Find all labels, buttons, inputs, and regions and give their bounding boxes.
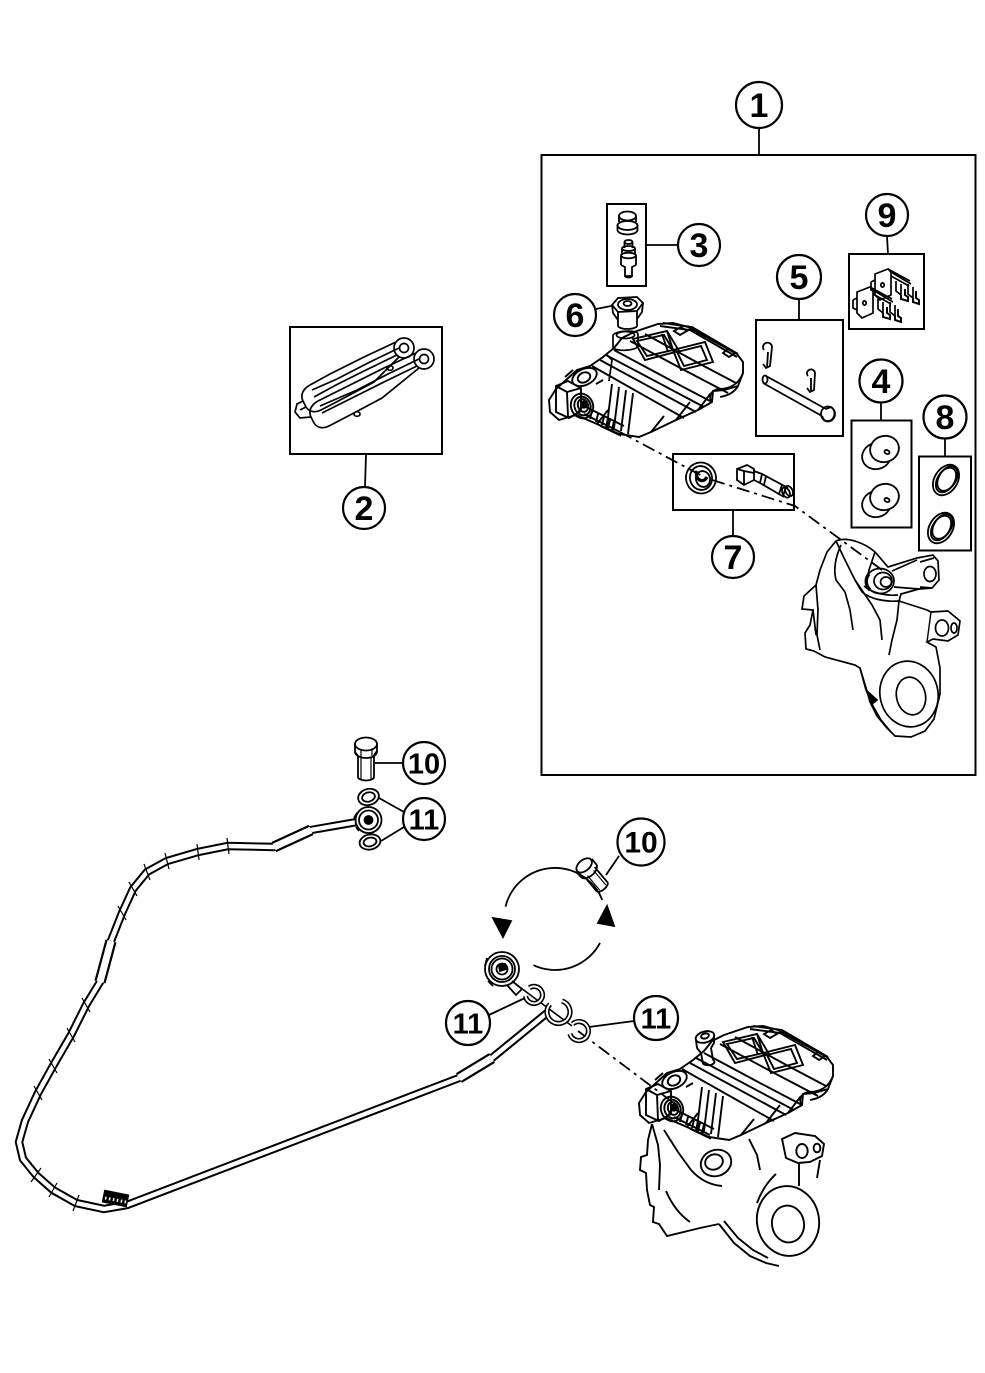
- svg-text:11: 11: [641, 1003, 672, 1035]
- svg-text:6: 6: [566, 297, 585, 335]
- svg-text:2: 2: [355, 490, 374, 528]
- svg-text:9: 9: [878, 197, 897, 235]
- svg-text:7: 7: [724, 539, 743, 577]
- svg-text:10: 10: [408, 748, 440, 780]
- svg-text:4: 4: [872, 363, 891, 401]
- svg-text:8: 8: [936, 399, 955, 437]
- svg-text:3: 3: [690, 227, 709, 265]
- svg-text:1: 1: [750, 87, 769, 125]
- svg-text:11: 11: [453, 1008, 484, 1040]
- svg-text:11: 11: [409, 804, 440, 836]
- svg-text:10: 10: [624, 827, 657, 860]
- svg-text:5: 5: [790, 259, 809, 297]
